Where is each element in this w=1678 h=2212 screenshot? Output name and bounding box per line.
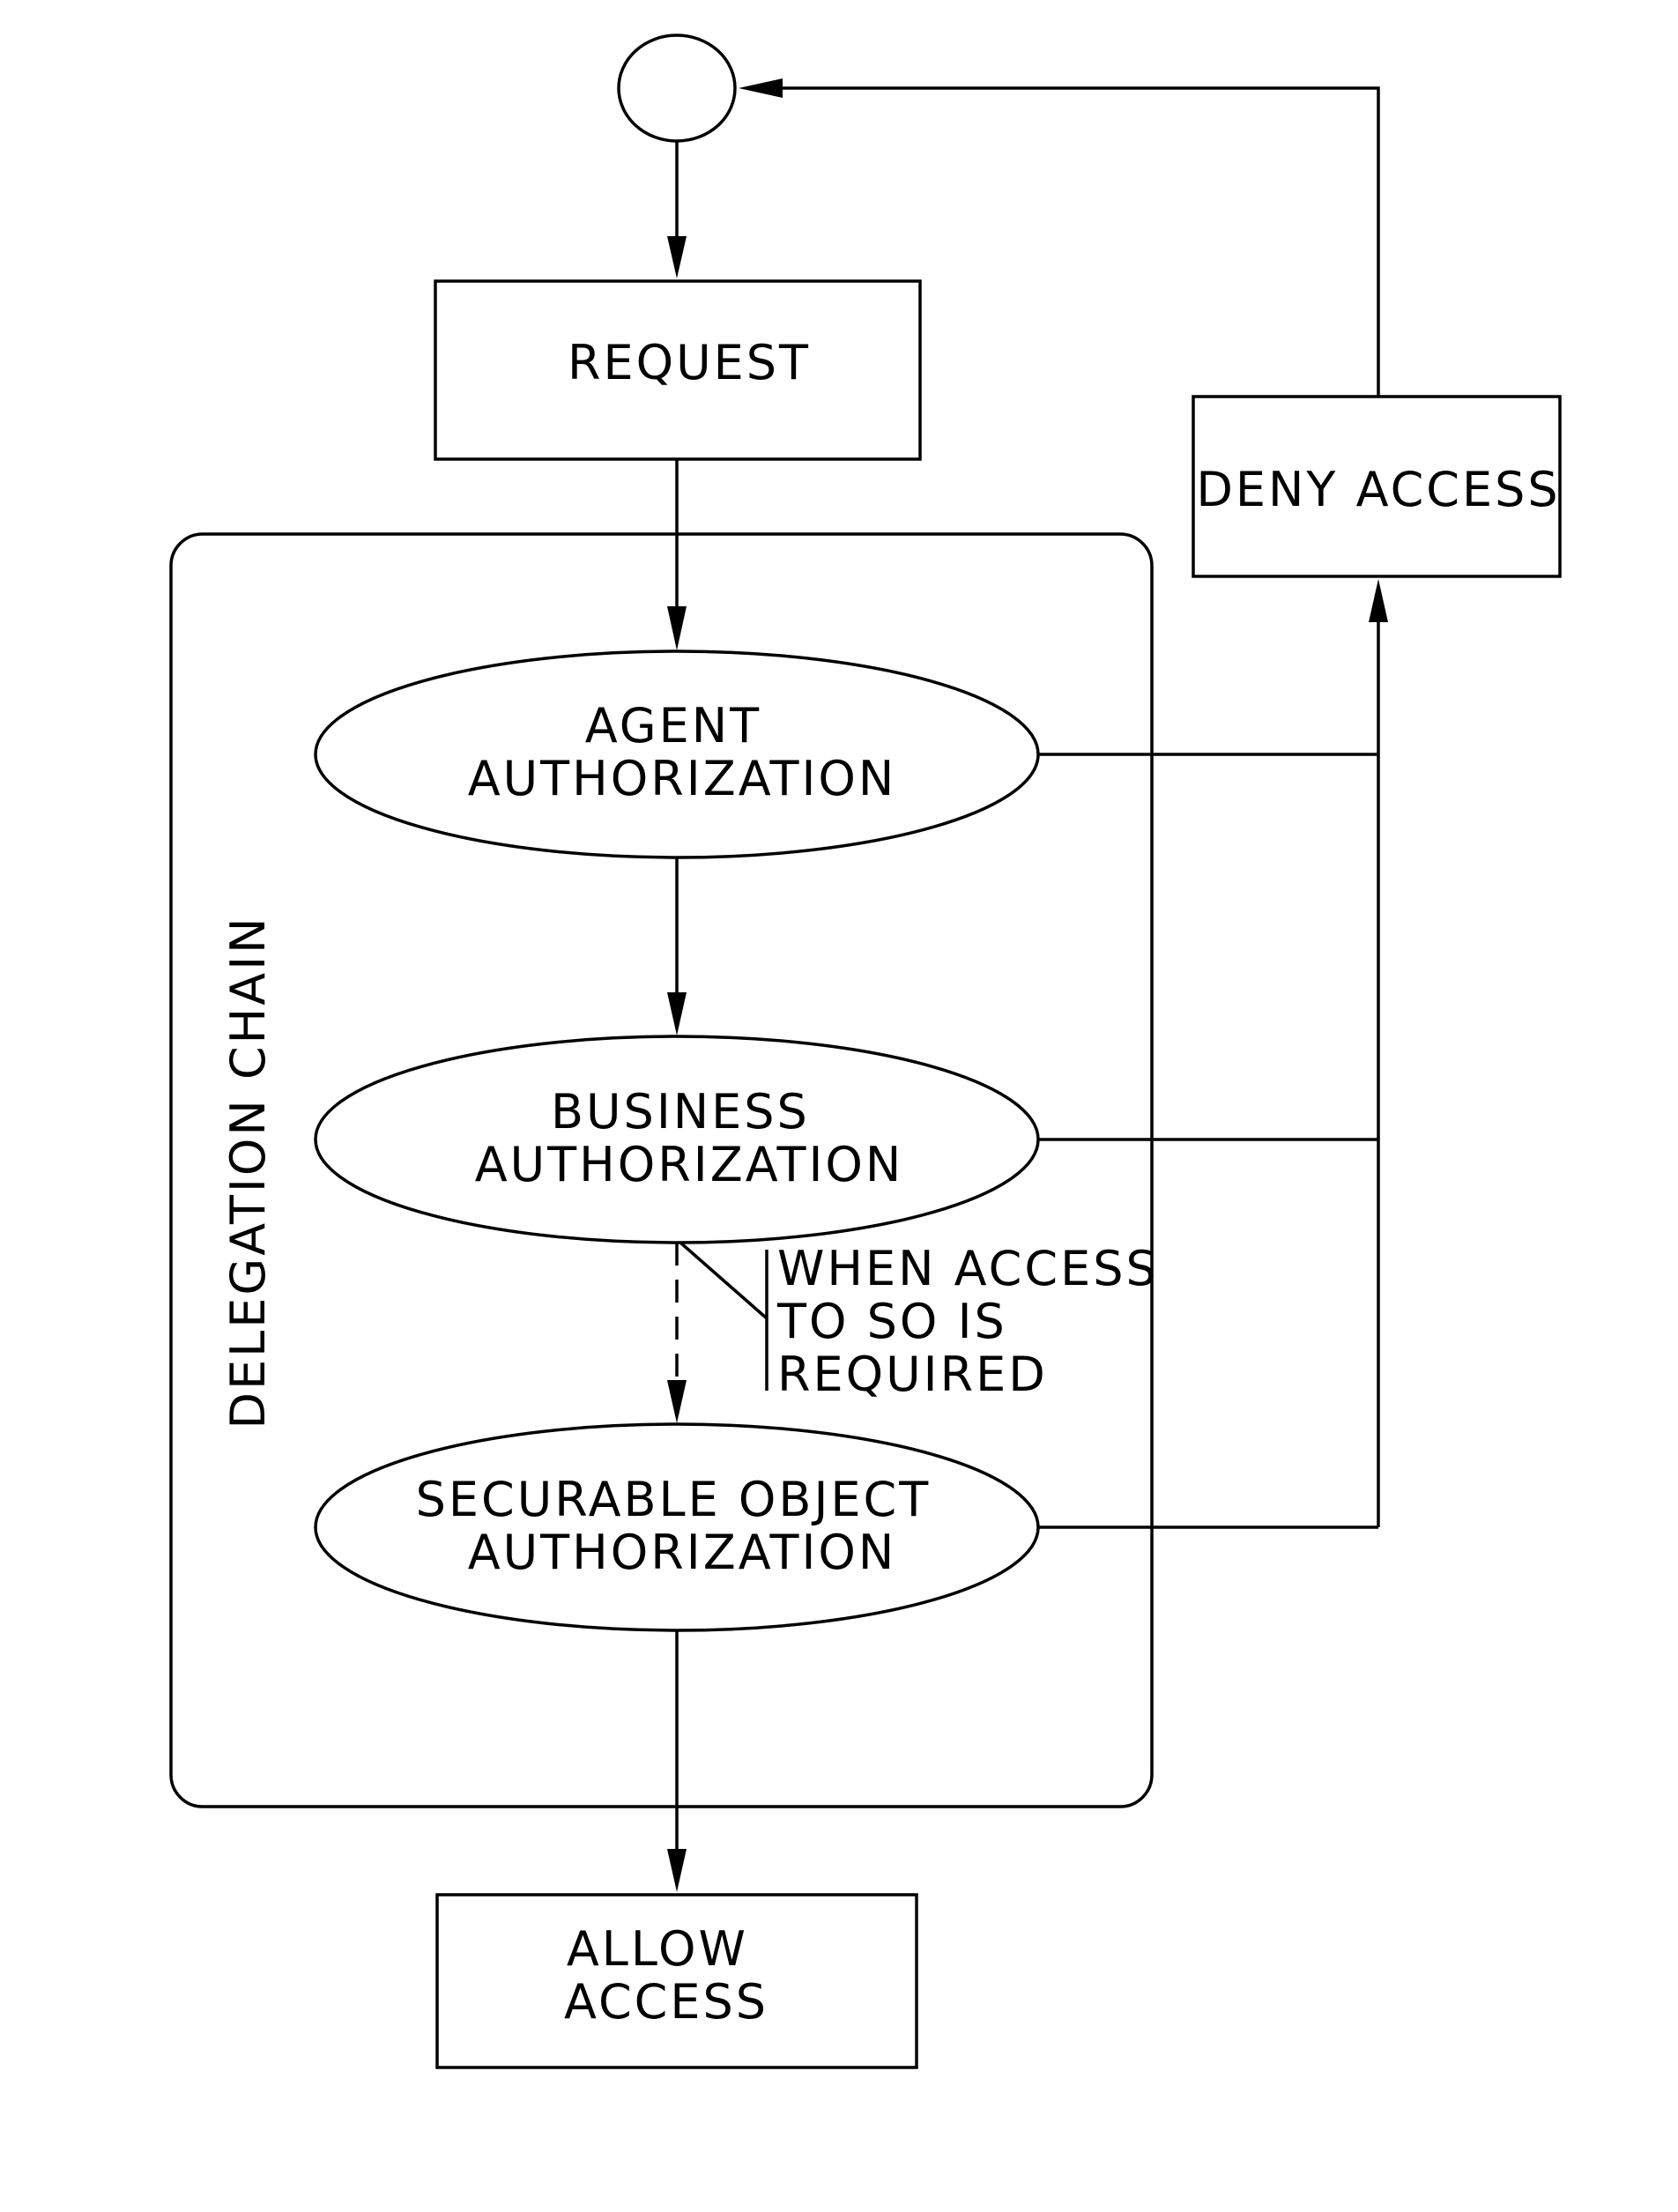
annotation-line-3: REQUIRED <box>777 1347 1048 1402</box>
edge-securable-object-to-allow-access <box>667 1630 687 1892</box>
edge-request-to-agent-authorization <box>667 459 687 650</box>
agent-authorization-line-2: AUTHORIZATION <box>468 751 897 806</box>
business-authorization-line-1: BUSINESS <box>551 1084 810 1139</box>
business-authorization-label: BUSINESS AUTHORIZATION <box>475 1084 904 1192</box>
annotation-leader <box>680 1243 767 1318</box>
securable-object-authorization-line-1: SECURABLE OBJECT <box>416 1472 932 1527</box>
allow-access-line-1: ALLOW <box>567 1921 748 1977</box>
allow-access-label: ALLOW ACCESS <box>564 1921 768 2030</box>
securable-object-authorization-label: SECURABLE OBJECT AUTHORIZATION <box>416 1472 949 1580</box>
annotation-line-1: WHEN ACCESS <box>777 1241 1159 1296</box>
securable-object-authorization-line-2: AUTHORIZATION <box>468 1525 897 1580</box>
edge-business-to-securable-object-dashed <box>667 1243 687 1423</box>
delegation-chain-label: DELEGATION CHAIN <box>220 915 276 1429</box>
deny-access-label: DENY ACCESS <box>1196 462 1560 517</box>
allow-access-line-2: ACCESS <box>564 1974 768 2030</box>
edge-deny-access-to-start <box>739 78 1378 397</box>
annotation-text: WHEN ACCESS TO SO IS REQUIRED <box>776 1241 1177 1402</box>
agent-authorization-label: AGENT AUTHORIZATION <box>468 698 897 806</box>
annotation-line-2: TO SO IS <box>776 1294 1007 1349</box>
business-authorization-line-2: AUTHORIZATION <box>475 1137 904 1192</box>
request-label: REQUEST <box>568 335 811 390</box>
deny-access-collector <box>1369 579 1388 1527</box>
edge-start-to-request <box>667 141 687 278</box>
edge-agent-to-business-authorization <box>667 857 687 1035</box>
agent-authorization-line-1: AGENT <box>585 698 761 753</box>
start-node <box>619 35 735 141</box>
